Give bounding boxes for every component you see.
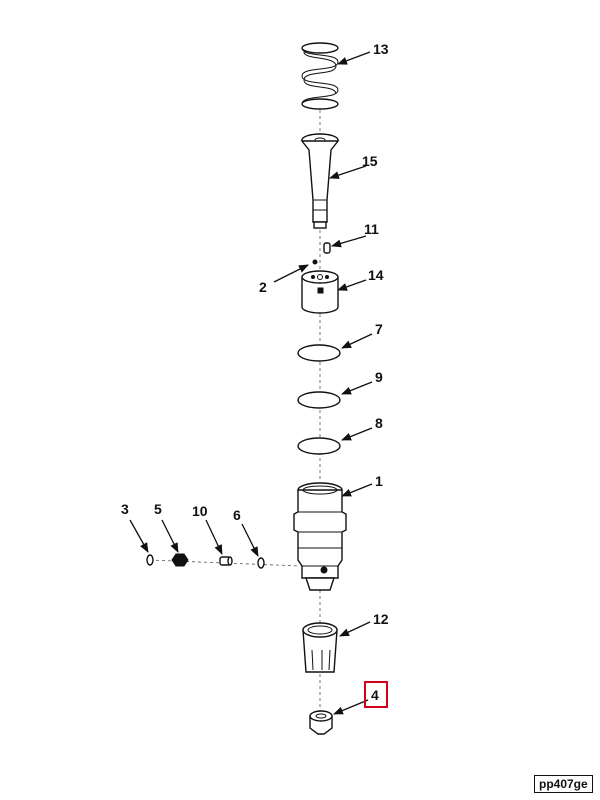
leader-11	[331, 235, 367, 248]
leader-9	[341, 381, 373, 395]
callout-1: 1	[375, 473, 383, 489]
callout-8: 8	[375, 415, 383, 431]
callout-3: 3	[121, 501, 129, 517]
sleeve-part	[302, 622, 338, 673]
pin-part	[323, 242, 331, 254]
leader-13	[337, 51, 371, 65]
callout-4-highlight-box	[364, 681, 388, 708]
leader-10	[205, 519, 223, 555]
callout-12: 12	[373, 611, 389, 627]
washer-3-part	[146, 554, 154, 566]
leader-6	[241, 523, 259, 557]
callout-7: 7	[375, 321, 383, 337]
leader-15	[329, 165, 367, 179]
callout-14: 14	[368, 267, 384, 283]
callout-9: 9	[375, 369, 383, 385]
leader-8	[341, 427, 373, 441]
o-ring-7-part	[297, 344, 341, 362]
leader-1	[341, 483, 373, 497]
callout-4: 4	[371, 687, 379, 703]
plunger-part	[300, 133, 340, 229]
callout-2: 2	[259, 279, 267, 295]
leader-12	[339, 621, 371, 637]
callout-5: 5	[154, 501, 162, 517]
leader-4	[333, 699, 369, 715]
fitting-10-part	[219, 556, 233, 566]
spring-part	[301, 42, 339, 110]
nut-5-part	[171, 553, 189, 567]
o-ring-8-part	[297, 437, 341, 455]
leader-14	[337, 279, 367, 291]
washer-6-part	[257, 557, 265, 569]
callout-6: 6	[233, 507, 241, 523]
callout-11: 11	[364, 221, 379, 237]
callout-15: 15	[362, 153, 378, 169]
leader-5	[161, 519, 179, 553]
figure-code-label: pp407ge	[534, 775, 593, 793]
callout-13: 13	[373, 41, 389, 57]
adapter-part	[301, 270, 339, 314]
injector-body-part	[293, 482, 347, 591]
leader-7	[341, 333, 373, 349]
leader-2	[273, 264, 309, 283]
leader-3	[129, 519, 149, 553]
o-ring-9-part	[297, 391, 341, 409]
callout-10: 10	[192, 503, 208, 519]
ball-part	[312, 259, 318, 265]
tip-nut-part	[309, 710, 333, 735]
